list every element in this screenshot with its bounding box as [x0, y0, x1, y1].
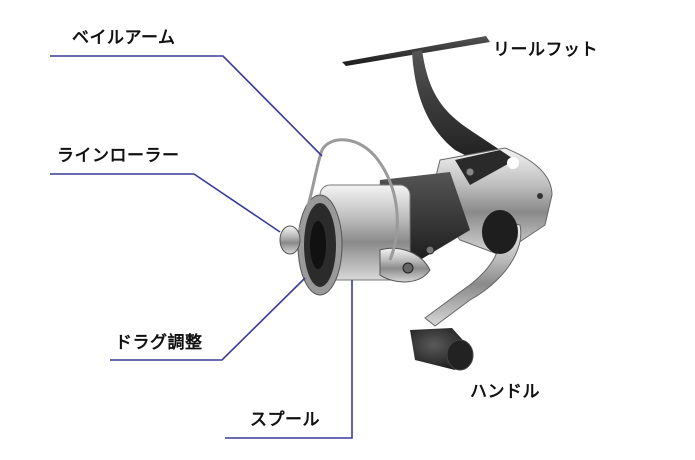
leader-lines: [50, 55, 353, 439]
label-spool: スプール: [250, 410, 320, 430]
label-line-roller: ラインローラー: [57, 146, 180, 166]
leader-drag-adjust: [110, 277, 306, 361]
reel-foot: [342, 36, 500, 168]
bail-arm: [320, 138, 399, 261]
label-bail-arm: ベイルアーム: [72, 28, 176, 48]
label-handle: ハンドル: [470, 382, 540, 402]
label-reel-foot: リールフット: [493, 40, 598, 60]
label-drag-adjust: ドラグ調整: [115, 333, 203, 353]
leader-spool: [225, 280, 353, 439]
leader-bail-arm: [50, 55, 323, 157]
handle: [410, 210, 522, 371]
leader-line-roller: [50, 173, 281, 233]
